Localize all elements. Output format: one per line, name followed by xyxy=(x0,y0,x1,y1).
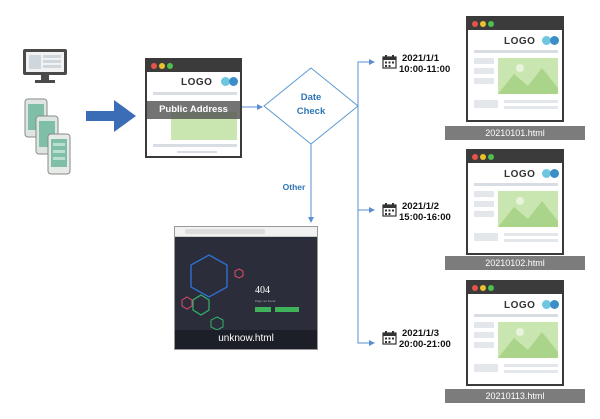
logo-circle-icon xyxy=(221,77,230,86)
logo-circle-icon xyxy=(550,36,559,45)
branch-3-date: 2021/1/3 xyxy=(402,328,439,339)
connector-branch-2 xyxy=(357,106,375,213)
maximize-dot-icon xyxy=(167,63,173,69)
logo-text: LOGO xyxy=(504,300,536,311)
logo-circle-icon xyxy=(550,169,559,178)
branch-2-window: LOGO xyxy=(466,149,564,255)
branch-1-filename: 20210101.html xyxy=(445,126,585,140)
close-dot-icon xyxy=(151,63,157,69)
branch-2-time: 15:00-16:00 xyxy=(399,212,451,223)
public-address-banner xyxy=(147,101,240,119)
minimize-dot-icon xyxy=(159,63,165,69)
connector-branch-3 xyxy=(357,210,375,346)
branch-1-date: 2021/1/1 xyxy=(402,53,439,64)
branch-1-time: 10:00-11:00 xyxy=(399,64,451,75)
logo-circle-icon xyxy=(550,300,559,309)
other-label: Other xyxy=(282,182,306,192)
close-dot-icon xyxy=(472,285,478,291)
error-code: 404 xyxy=(255,285,270,296)
error-caption-bar xyxy=(175,330,317,349)
main-arrow xyxy=(86,100,136,132)
maximize-dot-icon xyxy=(488,21,494,27)
logo-circle-icon xyxy=(542,300,551,309)
minimize-dot-icon xyxy=(480,154,486,160)
error-page-window: 404 Page not found unknow.html xyxy=(174,226,318,350)
address-bar xyxy=(185,229,265,234)
error-caption: unknow.html xyxy=(218,333,274,344)
branch-3-time: 20:00-21:00 xyxy=(399,339,451,350)
public-address-label: Public Address xyxy=(159,104,228,115)
error-button-home[interactable] xyxy=(255,307,271,312)
decision-label-line1: Date xyxy=(300,92,322,103)
window-titlebar xyxy=(147,60,240,72)
close-dot-icon xyxy=(472,21,478,27)
error-button-back[interactable] xyxy=(275,307,299,312)
decision-label-line2: Check xyxy=(296,106,326,117)
public-address-window: LOGO Public Address xyxy=(145,58,242,158)
minimize-dot-icon xyxy=(480,285,486,291)
error-browser-bar xyxy=(175,227,317,237)
branch-1-window: LOGO xyxy=(466,16,564,122)
maximize-dot-icon xyxy=(488,285,494,291)
hero-image xyxy=(498,322,558,358)
hexagon-graphic xyxy=(181,254,244,331)
minimize-dot-icon xyxy=(480,21,486,27)
calendar-icon xyxy=(382,331,397,345)
logo-text: LOGO xyxy=(181,77,213,88)
branch-2-date: 2021/1/2 xyxy=(402,201,439,212)
hero-image xyxy=(498,58,558,94)
branch-2-filename: 20210102.html xyxy=(445,256,585,270)
connector-trunk xyxy=(357,59,375,106)
desktop-icon xyxy=(22,48,68,84)
logo-circle-icon xyxy=(542,169,551,178)
calendar-icon xyxy=(382,55,397,69)
error-subtext: Page not found xyxy=(255,299,276,303)
logo-text: LOGO xyxy=(504,36,536,47)
logo-circle-icon xyxy=(542,36,551,45)
branch-3-window: LOGO xyxy=(466,280,564,386)
mobile-devices-icon xyxy=(24,98,72,176)
branch-3-filename: 20210113.html xyxy=(445,389,585,403)
hero-image xyxy=(498,191,558,227)
close-dot-icon xyxy=(472,154,478,160)
logo-circle-icon xyxy=(229,77,238,86)
logo-text: LOGO xyxy=(504,169,536,180)
maximize-dot-icon xyxy=(488,154,494,160)
calendar-icon xyxy=(382,203,397,217)
